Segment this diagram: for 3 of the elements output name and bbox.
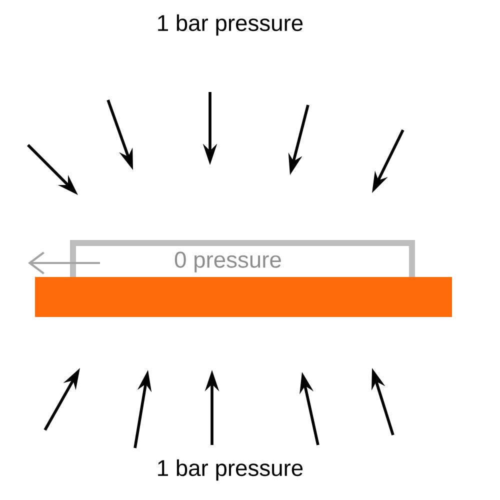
pressure-label: 0 pressure (174, 252, 281, 272)
pressure-label: 1 bar pressure (158, 459, 303, 481)
pressure-label: 1 bar pressure (158, 14, 303, 36)
